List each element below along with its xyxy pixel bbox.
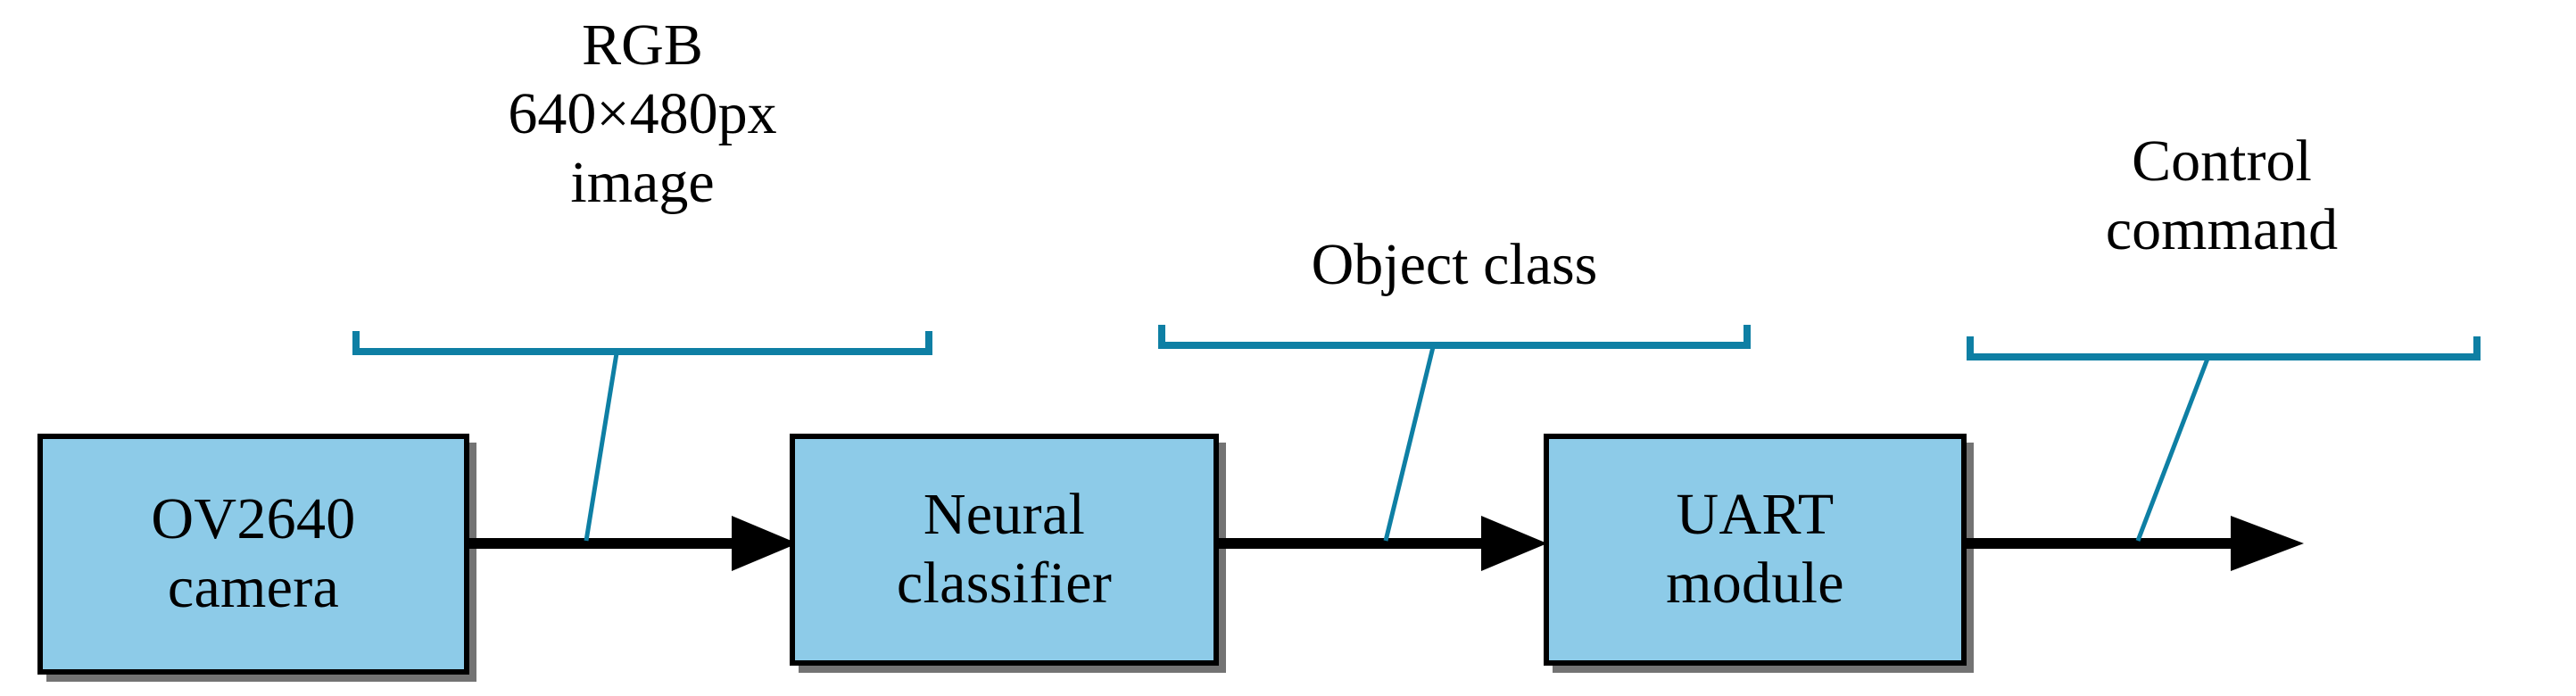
block-ov2640-camera-line2: camera xyxy=(167,555,340,620)
bracket-rgb-image xyxy=(352,331,932,542)
label-object-class: Object class xyxy=(1151,230,1758,299)
block-uart-module[interactable]: UART module xyxy=(1544,434,1967,666)
block-ov2640-camera-line1: OV2640 xyxy=(151,486,356,552)
label-control-command-line2: command xyxy=(2105,197,2339,263)
label-control-command: Control command xyxy=(1954,127,2489,264)
block-uart-module-line2: module xyxy=(1666,551,1844,616)
label-rgb-image-line3: image xyxy=(570,150,715,216)
block-neural-classifier[interactable]: Neural classifier xyxy=(790,434,1219,666)
arrow-classifier-to-uart xyxy=(1213,516,1547,571)
block-ov2640-camera[interactable]: OV2640 camera xyxy=(37,434,469,675)
block-neural-classifier-line1: Neural xyxy=(923,482,1086,548)
bracket-control-command xyxy=(1967,336,2481,542)
block-neural-classifier-line2: classifier xyxy=(896,551,1113,616)
arrow-uart-to-output xyxy=(1961,516,2304,571)
arrow-camera-to-classifier xyxy=(463,516,798,571)
bracket-object-class xyxy=(1158,325,1751,542)
block-uart-module-line1: UART xyxy=(1676,482,1835,548)
label-rgb-image: RGB 640×480px image xyxy=(348,11,937,218)
label-object-class-line1: Object class xyxy=(1311,232,1598,297)
label-rgb-image-line1: RGB xyxy=(582,12,703,78)
label-control-command-line1: Control xyxy=(2132,128,2312,194)
label-rgb-image-line2: 640×480px xyxy=(508,81,777,147)
